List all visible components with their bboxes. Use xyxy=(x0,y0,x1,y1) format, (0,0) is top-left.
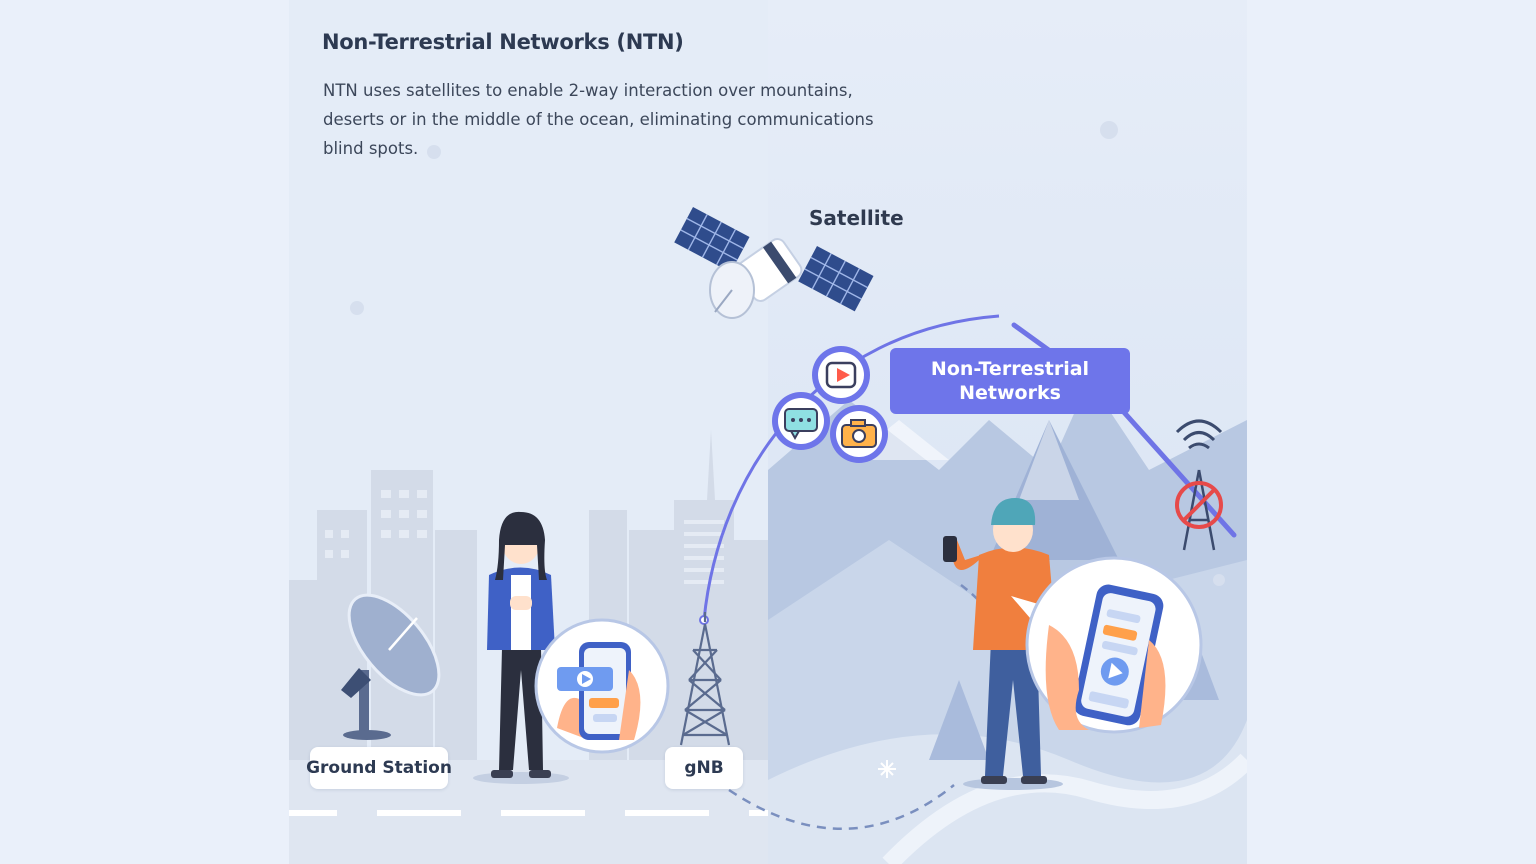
camera-icon xyxy=(830,405,888,463)
illustration xyxy=(289,0,1247,864)
ntn-label-box: Non-Terrestrial Networks xyxy=(890,348,1130,414)
play-icon xyxy=(812,346,870,404)
snowflake-icon xyxy=(878,760,896,778)
satellite-label: Satellite xyxy=(809,206,904,230)
chat-icon xyxy=(772,392,830,450)
infographic-panel: Non-Terrestrial Networks (NTN) NTN uses … xyxy=(289,0,1247,864)
satellite-icon xyxy=(674,207,874,319)
page-description: NTN uses satellites to enable 2-way inte… xyxy=(323,81,874,158)
woman-figure xyxy=(473,511,569,784)
gnb-label: gNB xyxy=(665,747,743,789)
satellite-dish-icon xyxy=(341,593,441,740)
phone-bubble-right xyxy=(1011,556,1203,734)
no-signal-icon xyxy=(1175,419,1223,551)
phone-bubble-left xyxy=(534,618,670,754)
dashed-arc-ground xyxy=(728,784,955,831)
page-title: Non-Terrestrial Networks (NTN) xyxy=(322,30,684,54)
ground-station-label: Ground Station xyxy=(306,747,452,789)
city-windows xyxy=(325,490,724,584)
dashed-arc-tower xyxy=(960,584,1006,641)
road-markings xyxy=(289,810,768,816)
background-dots xyxy=(350,121,1225,586)
cell-tower-icon xyxy=(679,612,731,746)
